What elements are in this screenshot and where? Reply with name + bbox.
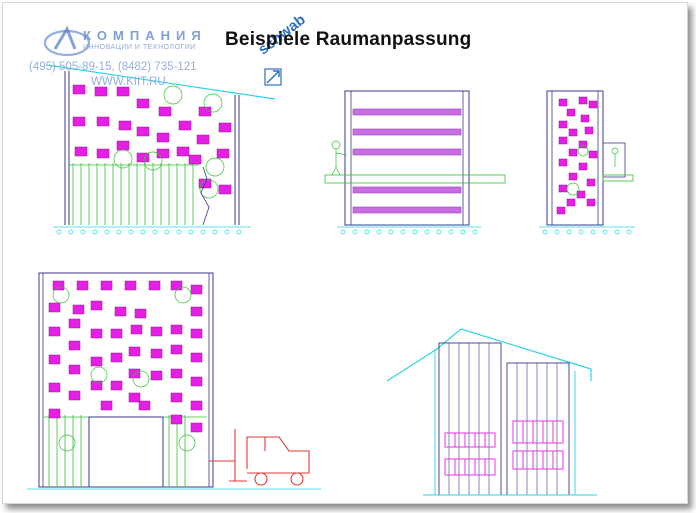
crates-group-1 (72, 84, 232, 195)
gable-roof (386, 328, 592, 382)
rack-bins (444, 420, 564, 476)
panel-gable-hall (386, 328, 597, 496)
company-tagline: ИННОВАЦИИ И ТЕХНОЛОГИИ (83, 44, 196, 51)
brand-arrow-icon (264, 68, 282, 86)
rack-right (506, 362, 570, 496)
crates-group-3 (556, 96, 598, 215)
panel-room-sloped-roof (46, 64, 276, 235)
diagram-frame: КОМПАНИЯ ИННОВАЦИИ И ТЕХНОЛОГИИ (495) 50… (2, 2, 688, 504)
company-website: WWW.KIIT.RU (91, 76, 166, 88)
company-phones: (495) 505-89-15, (8482) 735-121 (29, 61, 197, 73)
drawings-canvas (27, 64, 635, 496)
lower-rack-hatch (69, 163, 199, 225)
person-figure (331, 140, 348, 176)
ground-line (53, 226, 251, 235)
company-logo-icon (43, 25, 91, 57)
rack-left (438, 342, 502, 496)
page-title: Beispiele Raumanpassung (225, 29, 472, 50)
door-opening (88, 416, 164, 488)
reach-circles-1 (113, 85, 225, 199)
company-name: КОМПАНИЯ (83, 28, 207, 43)
company-watermark: КОМПАНИЯ ИННОВАЦИИ И ТЕХНОЛОГИИ (495) 50… (23, 23, 263, 93)
forklift (209, 429, 310, 486)
walkway (324, 174, 506, 184)
crates-group-4 (48, 280, 203, 433)
reach-circles-4 (52, 286, 196, 452)
panel-narrow-tower (539, 90, 635, 235)
shelf-levels (352, 108, 462, 214)
shelf-frame (344, 90, 470, 226)
roof-line (46, 64, 276, 100)
panel-shelving-person (324, 90, 506, 235)
panel-tall-storage-forklift (27, 272, 321, 490)
